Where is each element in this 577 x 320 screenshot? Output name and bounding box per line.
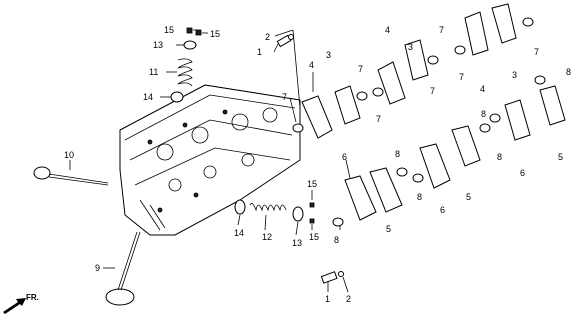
callout-1: 1	[325, 294, 330, 304]
callout-5: 5	[558, 152, 563, 162]
callout-1: 1	[257, 47, 262, 57]
callout-5: 5	[386, 224, 391, 234]
callout-7: 7	[358, 64, 363, 74]
valve-spring-lower	[249, 202, 287, 212]
callout-8: 8	[481, 109, 486, 119]
callout-15: 15	[307, 179, 317, 189]
cylinder-head	[119, 84, 301, 236]
intake-valve	[105, 231, 141, 306]
valve-spring-upper	[177, 58, 193, 87]
callout-14: 14	[143, 92, 153, 102]
callout-4: 4	[480, 84, 485, 94]
callout-7: 7	[439, 25, 444, 35]
valve-cotter-upper	[186, 27, 202, 36]
callout-13: 13	[153, 40, 163, 50]
exhaust-valve	[33, 166, 109, 186]
callout-9: 9	[95, 263, 100, 273]
callout-7: 7	[534, 47, 539, 57]
valve-cotter-lower	[309, 202, 315, 224]
front-direction-arrow-icon: FR.	[3, 293, 39, 314]
callout-15: 15	[164, 25, 174, 35]
front-direction-label: FR.	[26, 293, 39, 302]
callout-labels: 15 15 13 11 14 10 9 2 1 4 7 3 7 7 4 3 7 …	[64, 25, 571, 304]
callout-4: 4	[309, 60, 314, 70]
callout-3: 3	[408, 42, 413, 52]
callout-10: 10	[64, 150, 74, 160]
callout-14: 14	[234, 228, 244, 238]
callout-3: 3	[512, 70, 517, 80]
callout-8: 8	[395, 149, 400, 159]
spring-retainer-upper	[183, 40, 197, 50]
callout-12: 12	[262, 232, 272, 242]
callout-15: 15	[210, 29, 220, 39]
callout-7: 7	[376, 114, 381, 124]
callout-6: 6	[440, 205, 445, 215]
callout-7: 7	[430, 86, 435, 96]
callout-7: 7	[459, 72, 464, 82]
callout-15: 15	[309, 232, 319, 242]
adjusting-screw-upper	[276, 34, 294, 48]
callout-5: 5	[466, 192, 471, 202]
callout-13: 13	[292, 238, 302, 248]
callout-6: 6	[520, 168, 525, 178]
callout-7: 7	[282, 92, 287, 102]
leader-lines	[69, 29, 351, 293]
callout-11: 11	[149, 67, 158, 77]
wave-washer	[292, 17, 546, 227]
callout-8: 8	[566, 67, 571, 77]
spring-retainer-lower	[292, 206, 304, 222]
stem-seal-lower	[234, 199, 246, 215]
adjusting-screw-lower	[320, 271, 344, 284]
rocker-arm	[301, 3, 566, 221]
callout-3: 3	[326, 50, 331, 60]
callout-4: 4	[385, 25, 390, 35]
callout-6: 6	[342, 152, 347, 162]
callout-2: 2	[346, 294, 351, 304]
callout-8: 8	[417, 192, 422, 202]
callout-8: 8	[334, 235, 339, 245]
stem-seal-upper	[170, 91, 184, 103]
callout-8: 8	[497, 152, 502, 162]
callout-2: 2	[265, 32, 270, 42]
